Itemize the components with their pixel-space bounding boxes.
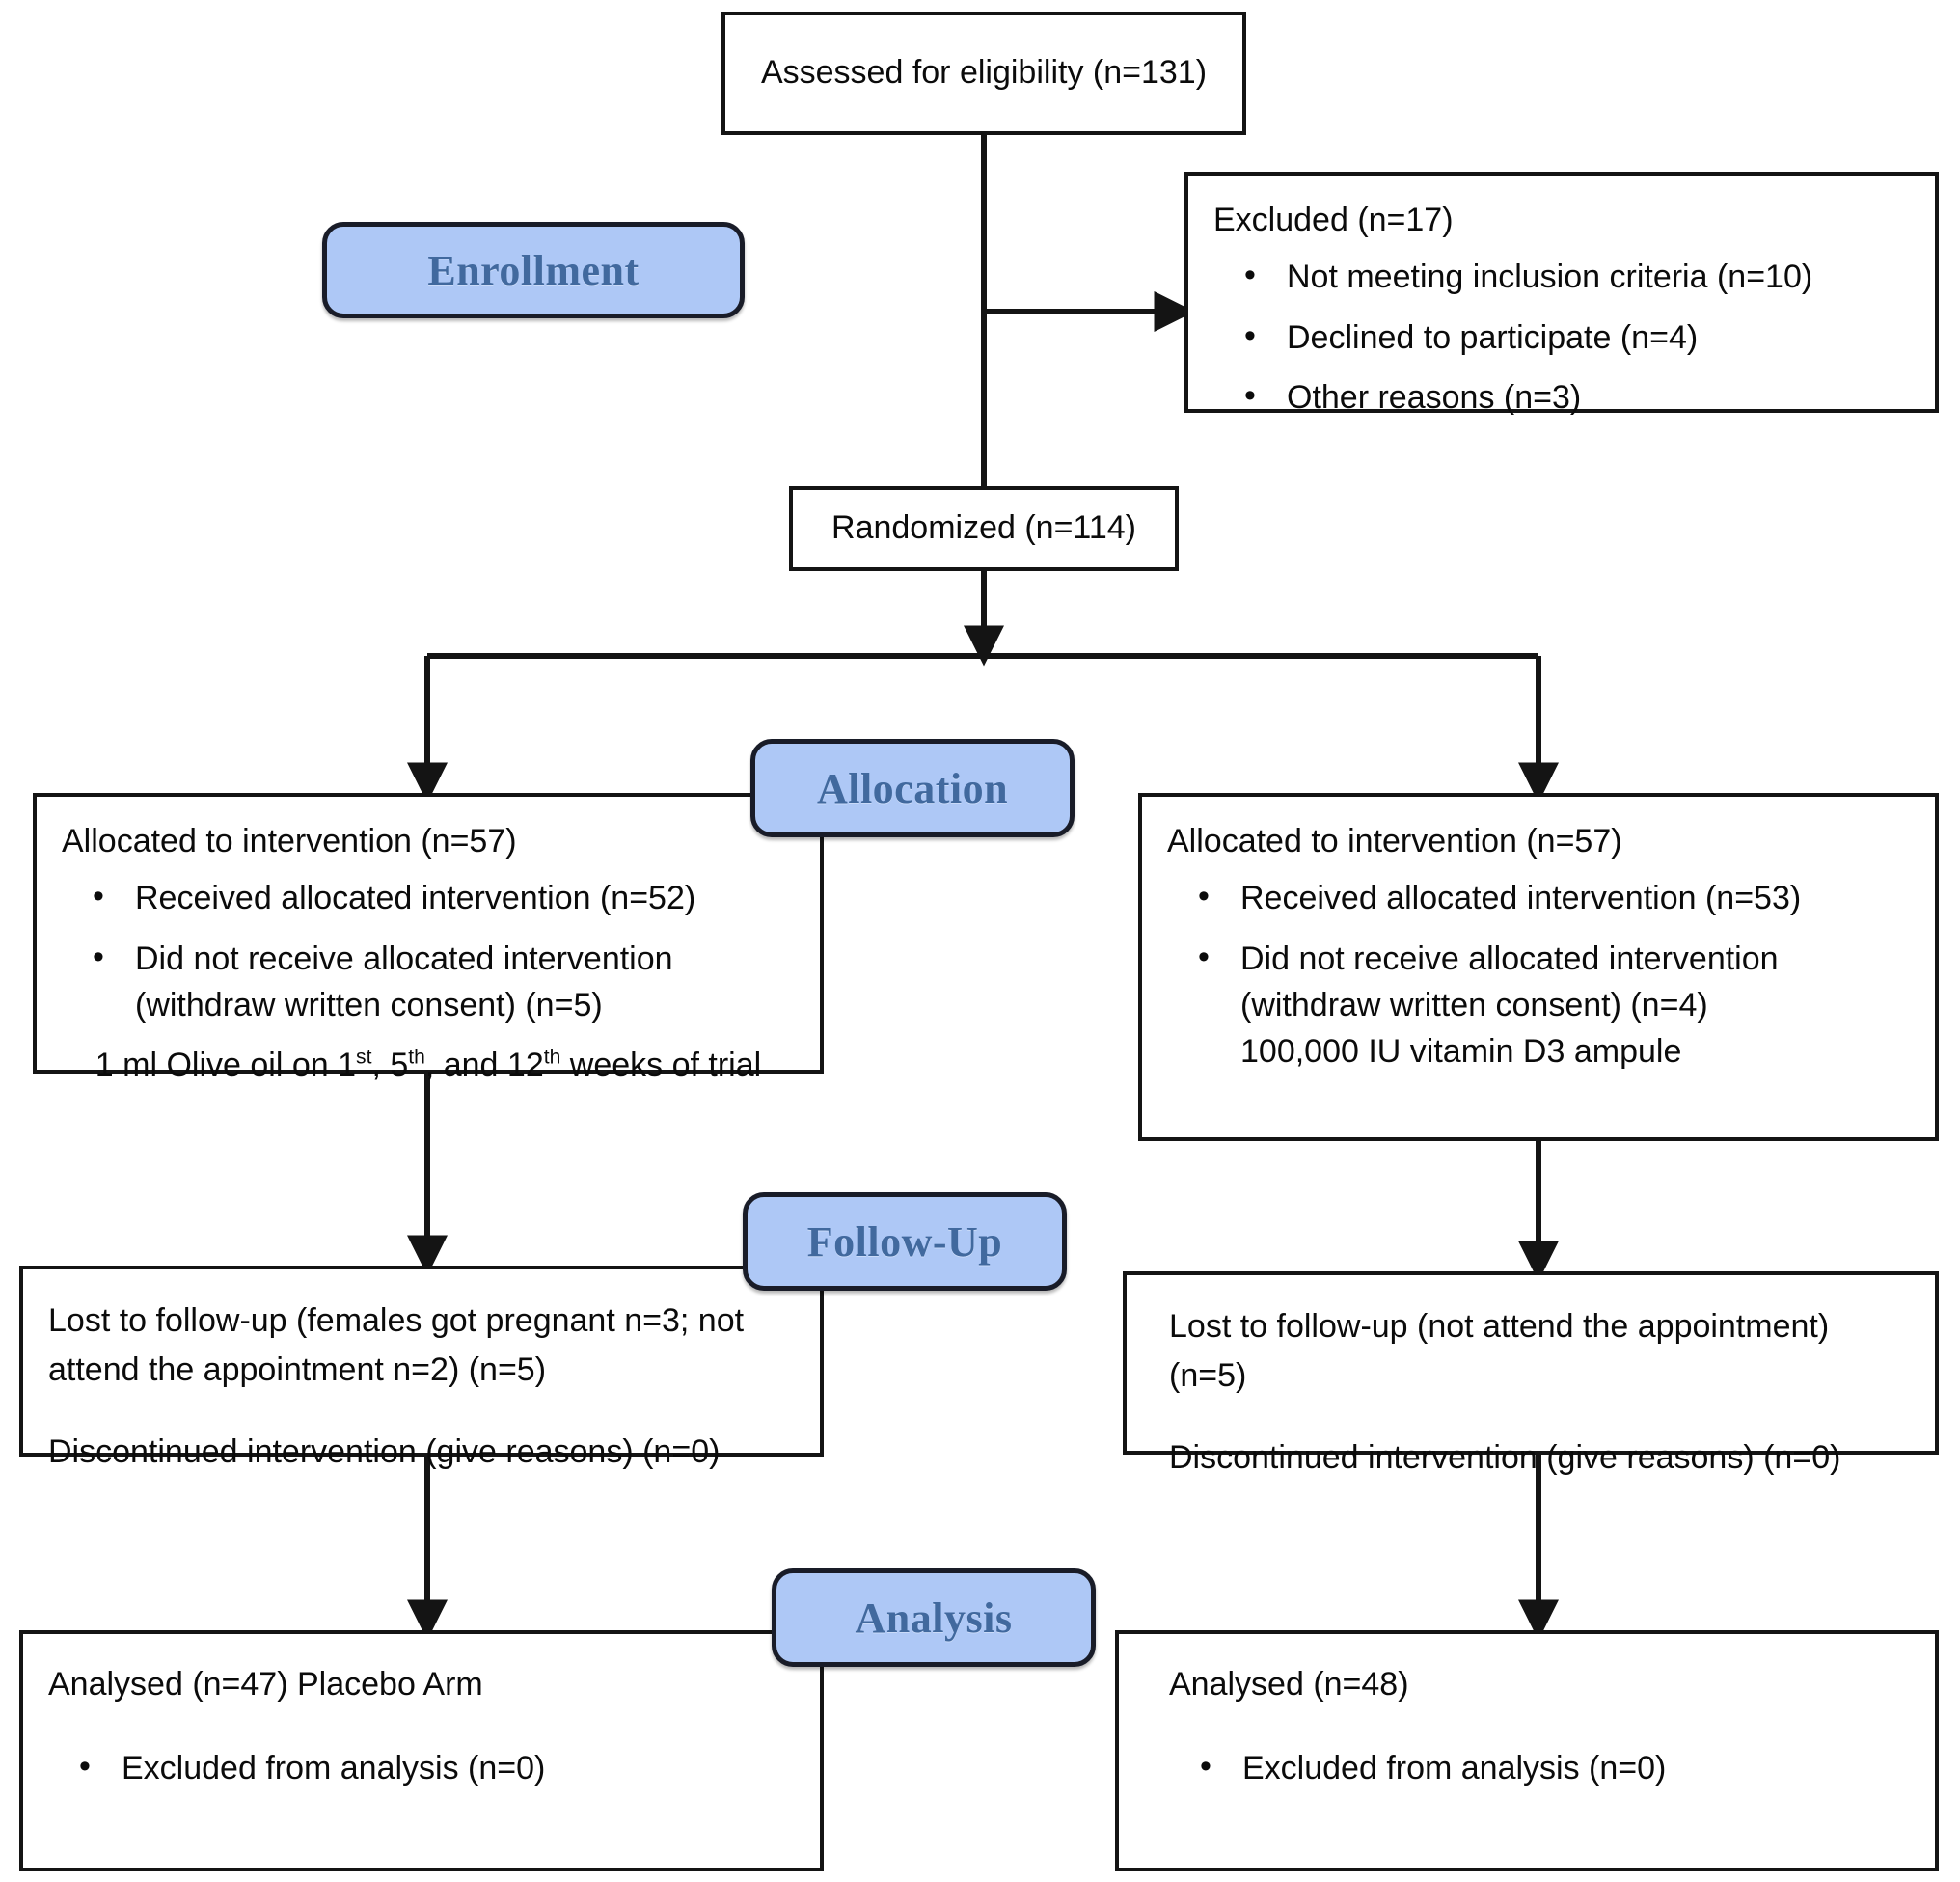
allocation-left-bullet-2-text: Did not receive allocated intervention <box>135 940 673 977</box>
stage-banner-enrollment-label: Enrollment <box>427 246 640 294</box>
allocation-left-list: Received allocated intervention (n=52) D… <box>62 873 795 1029</box>
node-randomized: Randomized (n=114) <box>789 486 1179 571</box>
list-item: Not meeting inclusion criteria (n=10) <box>1244 252 1910 300</box>
node-assessed-for-eligibility: Assessed for eligibility (n=131) <box>721 12 1246 135</box>
node-followup-right: Lost to follow-up (not attend the appoin… <box>1123 1271 1939 1476</box>
excluded-reason-list: Not meeting inclusion criteria (n=10) De… <box>1213 252 1910 421</box>
stage-banner-enrollment: Enrollment <box>322 222 745 318</box>
analysis-left-list: Excluded from analysis (n=0) <box>48 1743 795 1791</box>
list-item: Declined to participate (n=4) <box>1244 313 1910 361</box>
stage-banner-followup-label: Follow-Up <box>806 1217 1003 1266</box>
followup-right-line-1: Lost to follow-up (not attend the appoin… <box>1169 1308 1830 1394</box>
node-excluded: Excluded (n=17) Not meeting inclusion cr… <box>1184 172 1939 419</box>
allocation-right-list: Received allocated intervention (n=53) D… <box>1167 873 1910 1076</box>
list-item: Excluded from analysis (n=0) <box>79 1743 795 1791</box>
allocation-left-note-ordinal-1: st <box>356 1046 372 1069</box>
allocation-right-title: Allocated to intervention (n=57) <box>1167 823 1622 859</box>
analysis-right-list: Excluded from analysis (n=0) <box>1169 1743 1910 1791</box>
list-item: Received allocated intervention (n=53) <box>1198 873 1910 921</box>
allocation-left-note-ordinal-3: th <box>543 1046 561 1069</box>
randomized-text: Randomized (n=114) <box>831 509 1136 547</box>
stage-banner-analysis: Analysis <box>772 1568 1096 1667</box>
allocation-left-note-mid-1: , 5 <box>371 1047 409 1084</box>
list-item: Other reasons (n=3) <box>1244 372 1910 421</box>
allocation-left-note: 1 ml Olive oil on 1st, 5th, and 12th wee… <box>62 1042 795 1088</box>
stage-banner-analysis-label: Analysis <box>855 1594 1013 1642</box>
allocation-left-note-prefix: 1 ml Olive oil on 1 <box>95 1047 357 1084</box>
node-analysis-right: Analysed (n=48) Excluded from analysis (… <box>1115 1630 1939 1871</box>
allocation-left-bullet-2-continuation: (withdraw written consent) (n=5) <box>135 986 603 1023</box>
list-item: Did not receive allocated intervention (… <box>93 934 795 1029</box>
stage-banner-allocation: Allocation <box>750 739 1075 837</box>
node-analysis-left: Analysed (n=47) Placebo Arm Excluded fro… <box>19 1630 824 1871</box>
analysis-right-title: Analysed (n=48) <box>1169 1666 1409 1703</box>
excluded-title: Excluded (n=17) <box>1213 202 1454 238</box>
allocation-left-note-mid-2: , and 12 <box>424 1047 544 1084</box>
followup-left-line-2: Discontinued intervention (give reasons)… <box>48 1433 721 1470</box>
allocation-left-title: Allocated to intervention (n=57) <box>62 823 517 859</box>
followup-left-line-1: Lost to follow-up (females got pregnant … <box>48 1302 745 1388</box>
list-item: Received allocated intervention (n=52) <box>93 873 795 921</box>
allocation-right-bullet-2-continuation: (withdraw written consent) (n=4) <box>1240 986 1708 1023</box>
allocation-right-note: 100,000 IU vitamin D3 ampule <box>1240 1033 1682 1071</box>
stage-banner-followup: Follow-Up <box>743 1192 1067 1291</box>
analysis-left-title: Analysed (n=47) Placebo Arm <box>48 1666 483 1703</box>
stage-banner-allocation-label: Allocation <box>816 764 1009 812</box>
list-item: Did not receive allocated intervention (… <box>1198 934 1910 1076</box>
assessed-for-eligibility-text: Assessed for eligibility (n=131) <box>760 54 1208 92</box>
allocation-left-note-ordinal-2: th <box>408 1046 425 1069</box>
followup-right-line-2: Discontinued intervention (give reasons)… <box>1169 1439 1841 1476</box>
node-allocation-right: Allocated to intervention (n=57) Receive… <box>1138 793 1939 1141</box>
node-followup-left: Lost to follow-up (females got pregnant … <box>19 1266 824 1470</box>
allocation-left-note-suffix: weeks of trial <box>560 1047 762 1084</box>
list-item: Excluded from analysis (n=0) <box>1200 1743 1910 1791</box>
node-allocation-left: Allocated to intervention (n=57) Receive… <box>33 793 824 1083</box>
allocation-right-bullet-2-text: Did not receive allocated intervention <box>1240 940 1779 977</box>
